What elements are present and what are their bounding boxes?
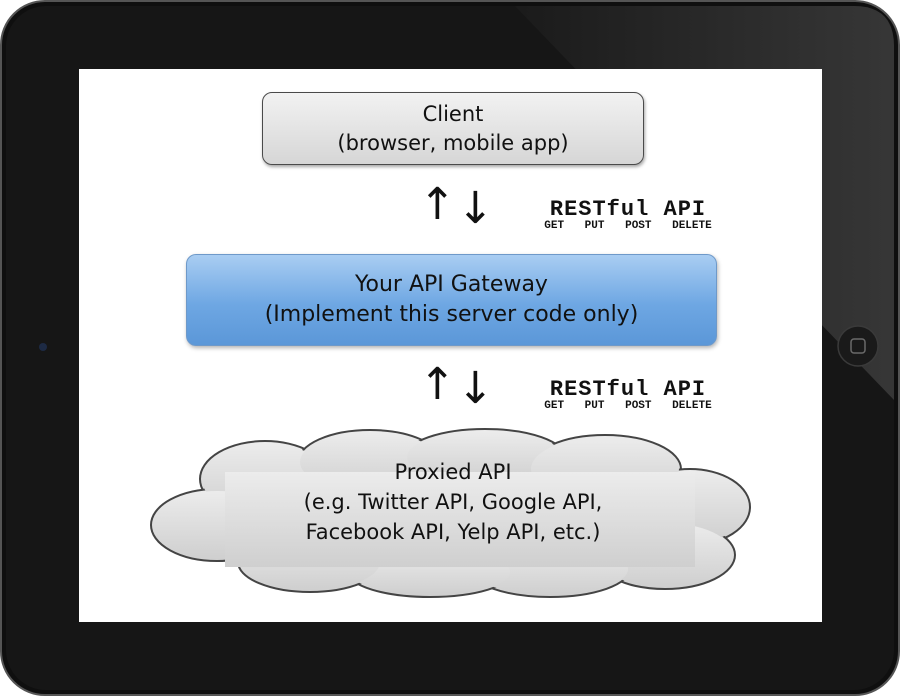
camera-dot-icon <box>39 343 47 351</box>
arrow-up-icon: ↑ <box>419 359 456 410</box>
client-subtitle: (browser, mobile app) <box>337 130 569 155</box>
proxied-examples-line1: (e.g. Twitter API, Google API, <box>303 490 603 514</box>
client-title: Client <box>422 101 484 126</box>
client-box: Client (browser, mobile app) <box>262 92 644 165</box>
arrow-down-icon: ↓ <box>457 183 494 234</box>
arrow-down-icon: ↓ <box>457 363 494 414</box>
proxied-examples-line2: Facebook API, Yelp API, etc.) <box>305 520 601 544</box>
gateway-subtitle: (Implement this server code only) <box>264 302 639 327</box>
http-methods: GET PUT POST DELETE <box>544 220 712 232</box>
api-gateway-box: Your API Gateway (Implement this server … <box>186 254 717 346</box>
arrow-up-icon: ↑ <box>419 179 456 230</box>
proxied-api-text: Proxied API (e.g. Twitter API, Google AP… <box>145 457 761 547</box>
restful-api-label-bottom: RESTful API GET PUT POST DELETE <box>499 377 757 412</box>
gateway-title: Your API Gateway <box>355 272 548 297</box>
cloud-shape <box>150 428 751 598</box>
http-methods: GET PUT POST DELETE <box>544 400 712 412</box>
proxied-title: Proxied API <box>394 460 512 484</box>
screen: Client (browser, mobile app) ↑ ↓ RESTful… <box>79 69 822 622</box>
square-icon <box>850 338 866 354</box>
restful-api-title: RESTful API <box>549 377 707 402</box>
restful-api-title: RESTful API <box>549 197 707 222</box>
restful-api-label-top: RESTful API GET PUT POST DELETE <box>499 197 757 232</box>
proxied-api-cloud: Proxied API (e.g. Twitter API, Google AP… <box>145 427 761 599</box>
home-button[interactable] <box>837 325 879 367</box>
